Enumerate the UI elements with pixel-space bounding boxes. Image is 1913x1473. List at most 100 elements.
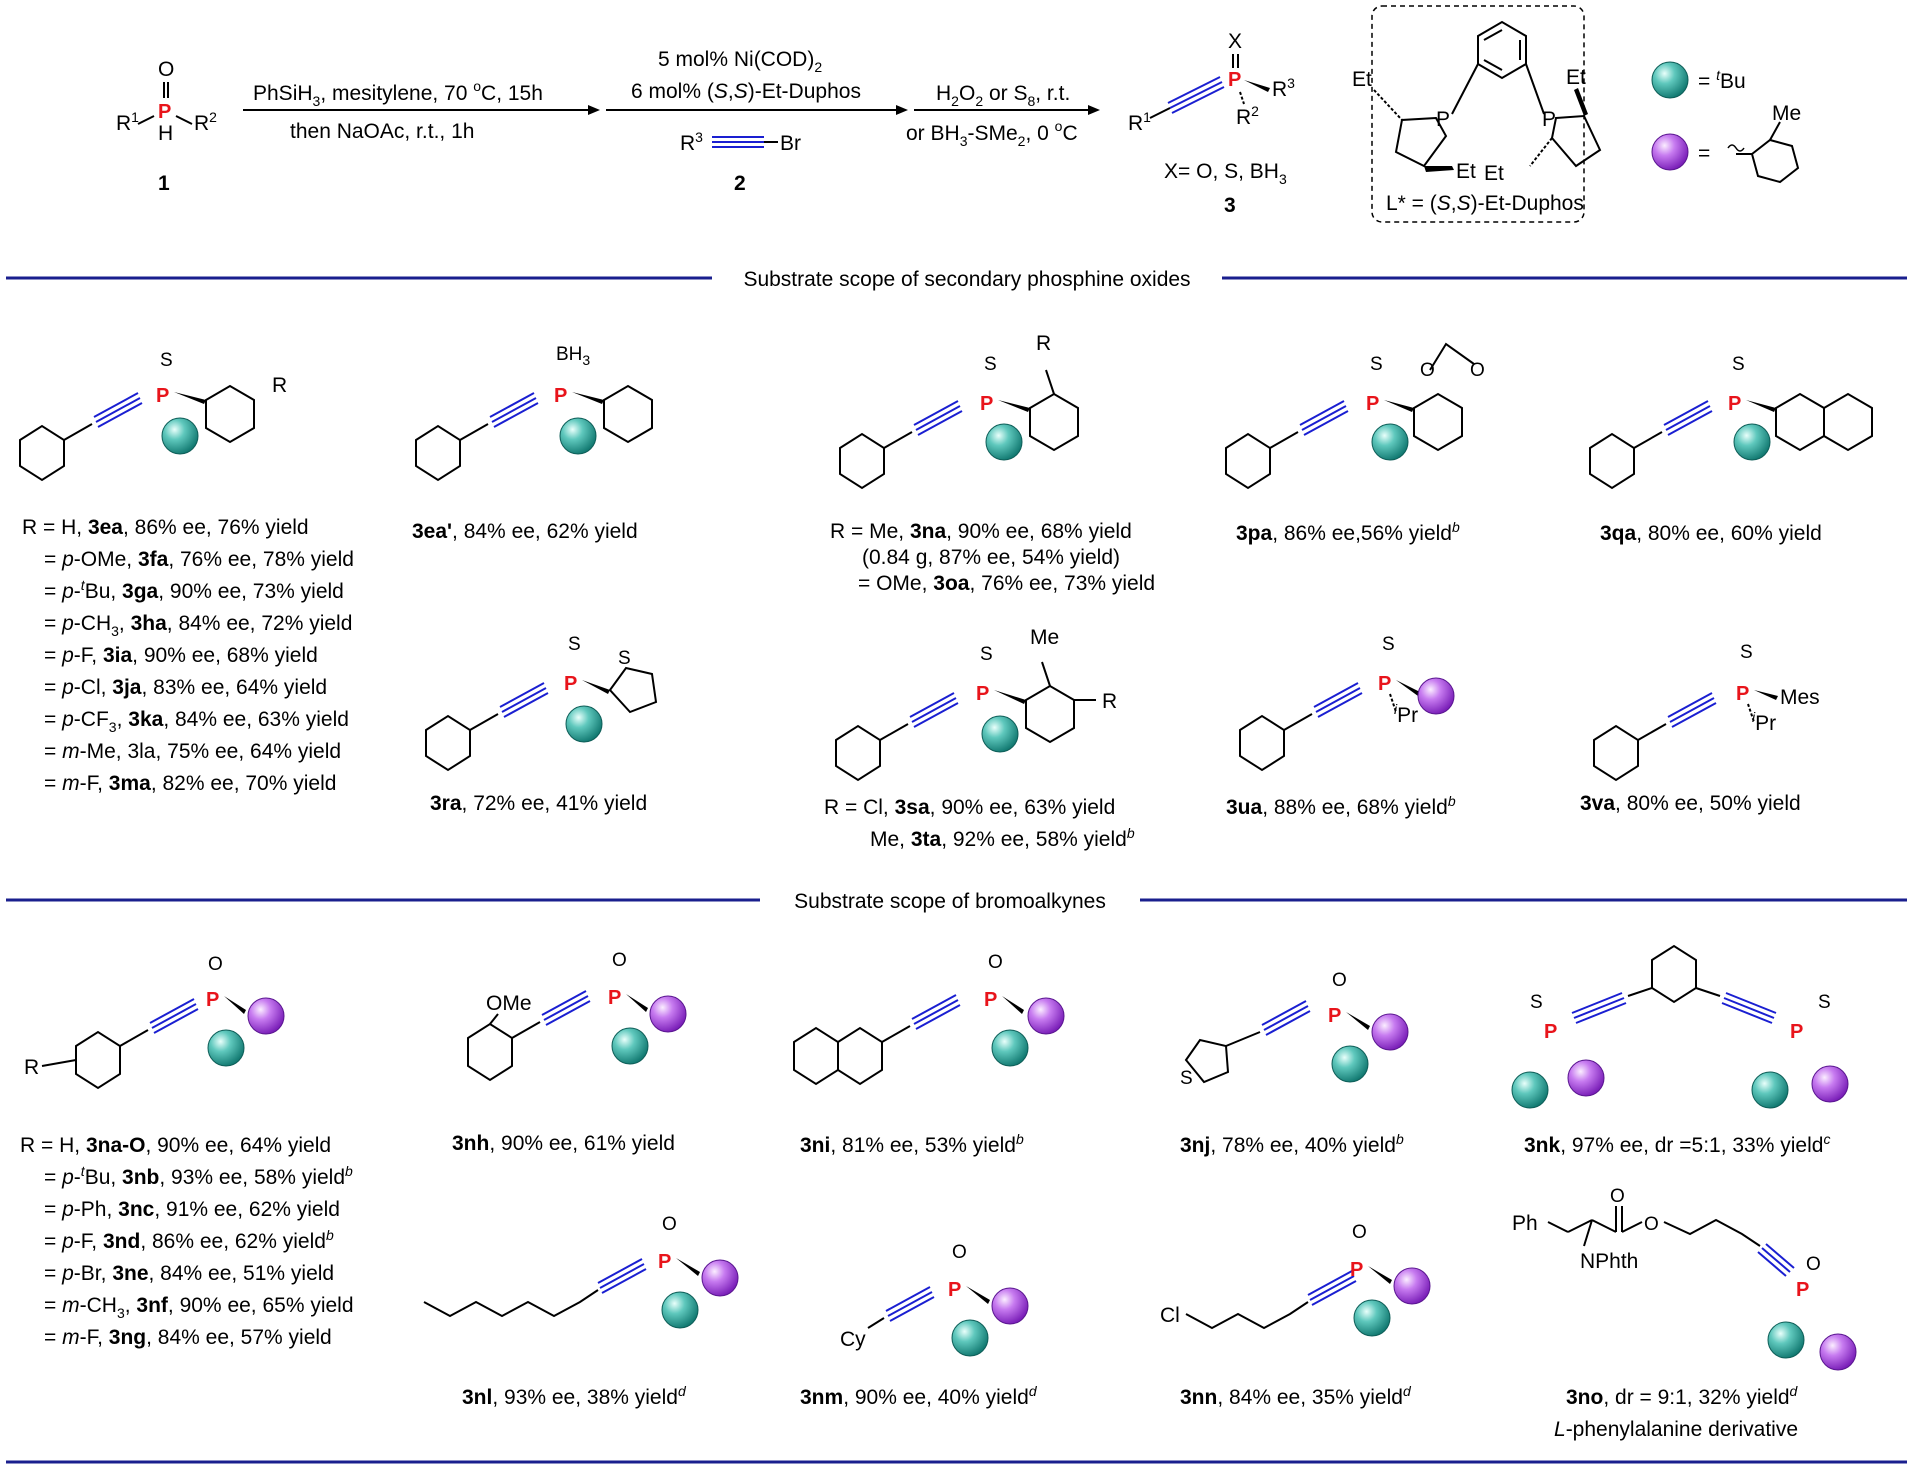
svg-text:Ph: Ph bbox=[1512, 1212, 1538, 1235]
compound-3pa: S P O O 3pa, 86% ee,56% yieldb bbox=[1225, 342, 1485, 545]
svg-text:P: P bbox=[608, 987, 621, 1009]
svg-text:R = Me, 3na, 90% ee, 68% yield: R = Me, 3na, 90% ee, 68% yield bbox=[830, 520, 1132, 543]
svg-text:R = H, 3na-O, 90% ee, 64% yiel: R = H, 3na-O, 90% ee, 64% yield bbox=[20, 1134, 331, 1157]
svg-text:3nl, 93% ee, 38% yieldd: 3nl, 93% ee, 38% yieldd bbox=[462, 1383, 687, 1409]
svg-text:3pa, 86% ee,56% yieldb: 3pa, 86% ee,56% yieldb bbox=[1236, 519, 1460, 545]
starting-material-1: O P H R1 R2 1 bbox=[116, 58, 217, 195]
svg-text:OMe: OMe bbox=[486, 992, 532, 1015]
svg-text:R = Cl, 3sa, 90% ee, 63% yield: R = Cl, 3sa, 90% ee, 63% yield bbox=[824, 796, 1115, 819]
svg-text:P: P bbox=[158, 101, 171, 123]
bromoalkyne-r3: R3 bbox=[680, 129, 703, 155]
svg-text:S: S bbox=[618, 648, 631, 669]
svg-text:P: P bbox=[980, 393, 993, 415]
svg-text:R: R bbox=[1102, 690, 1117, 713]
compound-3ra: S P S 3ra, 72% ee, 41% yield bbox=[425, 634, 658, 815]
svg-text:P: P bbox=[1796, 1279, 1809, 1301]
x-definition: X= O, S, BH3 bbox=[1164, 160, 1287, 187]
svg-text:Substrate scope of secondary p: Substrate scope of secondary phosphine o… bbox=[743, 268, 1190, 291]
compound-3ua: S P iPr 3ua, 88% ee, 68% yieldb bbox=[1226, 634, 1456, 819]
svg-text:iPr: iPr bbox=[1752, 709, 1776, 735]
svg-text:NPhth: NPhth bbox=[1580, 1250, 1638, 1273]
compound-label-3: 3 bbox=[1224, 194, 1236, 217]
svg-text:P: P bbox=[1790, 1021, 1803, 1043]
compound-3no: Ph NPhth O O O P 3no, dr = 9:1, 32% yiel… bbox=[1512, 1186, 1857, 1441]
svg-text:S: S bbox=[1180, 1068, 1193, 1089]
svg-text:= p-Ph, 3nc, 91% ee, 62% yield: = p-Ph, 3nc, 91% ee, 62% yield bbox=[44, 1198, 340, 1221]
svg-text:Cy: Cy bbox=[840, 1328, 866, 1351]
reaction-arrow-3: H2O2 or S8, r.t. or BH3-SMe2, 0 oC bbox=[906, 82, 1100, 149]
svg-text:O: O bbox=[208, 954, 223, 975]
svg-text:(0.84 g, 87% ee, 54% yield): (0.84 g, 87% ee, 54% yield) bbox=[862, 546, 1120, 569]
svg-text:3qa, 80% ee, 60% yield: 3qa, 80% ee, 60% yield bbox=[1600, 522, 1822, 545]
svg-text:O: O bbox=[158, 58, 174, 81]
step1-conditions-line1: PhSiH3, mesitylene, 70 oC, 15h bbox=[253, 78, 543, 109]
svg-text:3ni, 81% ee, 53% yieldb: 3ni, 81% ee, 53% yieldb bbox=[800, 1131, 1024, 1157]
svg-text:P: P bbox=[976, 683, 989, 705]
svg-text:L-phenylalanine derivative: L-phenylalanine derivative bbox=[1554, 1418, 1798, 1441]
svg-text:R: R bbox=[272, 374, 287, 397]
section-header-phosphine-oxides: Substrate scope of secondary phosphine o… bbox=[6, 268, 1907, 291]
compound-3na-3oa: S P R R = Me, 3na, 90% ee, 68% yield (0.… bbox=[830, 332, 1155, 595]
svg-text:S: S bbox=[160, 350, 173, 371]
svg-text:Et: Et bbox=[1456, 160, 1476, 183]
svg-text:O: O bbox=[1332, 970, 1347, 991]
compound-label-1: 1 bbox=[158, 172, 170, 195]
svg-text:S: S bbox=[1370, 354, 1383, 375]
compound-3ni: O P 3ni, 81% ee, 53% yieldb bbox=[793, 952, 1065, 1157]
svg-text:S: S bbox=[568, 634, 581, 655]
svg-text:R1: R1 bbox=[116, 109, 139, 135]
compound-3nh: OMe O P 3nh, 90% ee, 61% yield bbox=[452, 950, 687, 1155]
svg-text:X: X bbox=[1228, 30, 1242, 53]
compound-3qa: S P 3qa, 80% ee, 60% yield bbox=[1589, 354, 1873, 545]
svg-text:3no, dr = 9:1, 32% yieldd: 3no, dr = 9:1, 32% yieldd bbox=[1566, 1383, 1799, 1409]
step2-ligand: 6 mol% (S,S)-Et-Duphos bbox=[631, 80, 861, 103]
ball-legend: = tBu = Me bbox=[1651, 61, 1801, 184]
svg-text:S: S bbox=[980, 644, 993, 665]
svg-text:O: O bbox=[1644, 1214, 1659, 1235]
svg-text:= p-CH3, 3ha, 84% ee, 72% yiel: = p-CH3, 3ha, 84% ee, 72% yield bbox=[44, 612, 352, 639]
svg-text:R1: R1 bbox=[1128, 109, 1151, 135]
step1-conditions-line2: then NaOAc, r.t., 1h bbox=[290, 120, 474, 143]
svg-text:Me: Me bbox=[1772, 102, 1801, 125]
svg-text:Me, 3ta, 92% ee, 58% yieldb: Me, 3ta, 92% ee, 58% yieldb bbox=[870, 825, 1135, 851]
svg-text:iPr: iPr bbox=[1394, 701, 1418, 727]
svg-text:O: O bbox=[1610, 1186, 1625, 1207]
svg-text:= p-Cl, 3ja, 83% ee, 64% yield: = p-Cl, 3ja, 83% ee, 64% yield bbox=[44, 676, 327, 699]
ligand-label: L* = (S,S)-Et-Duphos bbox=[1386, 192, 1584, 215]
compound-3nj: S O P 3nj, 78% ee, 40% yieldb bbox=[1180, 970, 1409, 1157]
svg-text:P: P bbox=[554, 385, 567, 407]
svg-text:= m-Me, 3la, 75% ee, 64% yield: = m-Me, 3la, 75% ee, 64% yield bbox=[44, 740, 341, 763]
svg-text:Cl: Cl bbox=[1160, 1304, 1180, 1327]
svg-text:S: S bbox=[984, 354, 997, 375]
svg-text:P: P bbox=[948, 1279, 961, 1301]
svg-text:3ra, 72% ee, 41% yield: 3ra, 72% ee, 41% yield bbox=[430, 792, 647, 815]
svg-text:S: S bbox=[1740, 642, 1753, 663]
svg-text:Br: Br bbox=[780, 132, 801, 155]
svg-text:3nk, 97% ee, dr =5:1, 33% yiel: 3nk, 97% ee, dr =5:1, 33% yieldc bbox=[1524, 1131, 1830, 1157]
step3-borane: or BH3-SMe2, 0 oC bbox=[906, 118, 1078, 149]
svg-text:O: O bbox=[662, 1214, 677, 1235]
svg-text:P: P bbox=[564, 673, 577, 695]
svg-text:3nj, 78% ee, 40% yieldb: 3nj, 78% ee, 40% yieldb bbox=[1180, 1131, 1404, 1157]
svg-text:BH3: BH3 bbox=[556, 344, 590, 368]
svg-text:Substrate scope of bromoalkyne: Substrate scope of bromoalkynes bbox=[794, 890, 1106, 913]
svg-text:R2: R2 bbox=[1236, 103, 1259, 129]
svg-text:3nn, 84% ee, 35% yieldd: 3nn, 84% ee, 35% yieldd bbox=[1180, 1383, 1412, 1409]
svg-text:S: S bbox=[1818, 992, 1831, 1013]
compound-3na-O-3ng: R O P R = H, 3na-O, 90% ee, 64% yield = … bbox=[20, 954, 354, 1349]
svg-text:P: P bbox=[658, 1251, 671, 1273]
reaction-arrow-2: 5 mol% Ni(COD)2 6 mol% (S,S)-Et-Duphos R… bbox=[606, 48, 908, 195]
svg-text:Mes: Mes bbox=[1780, 686, 1820, 709]
svg-text:P: P bbox=[1544, 1021, 1557, 1043]
svg-text:= p-F, 3ia, 90% ee, 68% yield: = p-F, 3ia, 90% ee, 68% yield bbox=[44, 644, 318, 667]
svg-text:H: H bbox=[158, 122, 173, 145]
svg-text:= OMe, 3oa, 76% ee, 73% yield: = OMe, 3oa, 76% ee, 73% yield bbox=[858, 572, 1155, 595]
svg-text:= m-F, 3ng, 84% ee, 57% yield: = m-F, 3ng, 84% ee, 57% yield bbox=[44, 1326, 332, 1349]
compound-3ea-3ma: S P R R = H, 3ea, 86% ee, 76% yield = p-… bbox=[19, 350, 354, 795]
svg-text:3nh, 90% ee, 61% yield: 3nh, 90% ee, 61% yield bbox=[452, 1132, 675, 1155]
svg-text:R3: R3 bbox=[1272, 75, 1295, 101]
svg-text:R: R bbox=[24, 1056, 39, 1079]
svg-text:P: P bbox=[1228, 69, 1241, 91]
compound-3sa-3ta: S P Me R R = Cl, 3sa, 90% ee, 63% yield … bbox=[824, 626, 1135, 851]
svg-text:= m-F, 3ma, 82% ee, 70% yield: = m-F, 3ma, 82% ee, 70% yield bbox=[44, 772, 336, 795]
